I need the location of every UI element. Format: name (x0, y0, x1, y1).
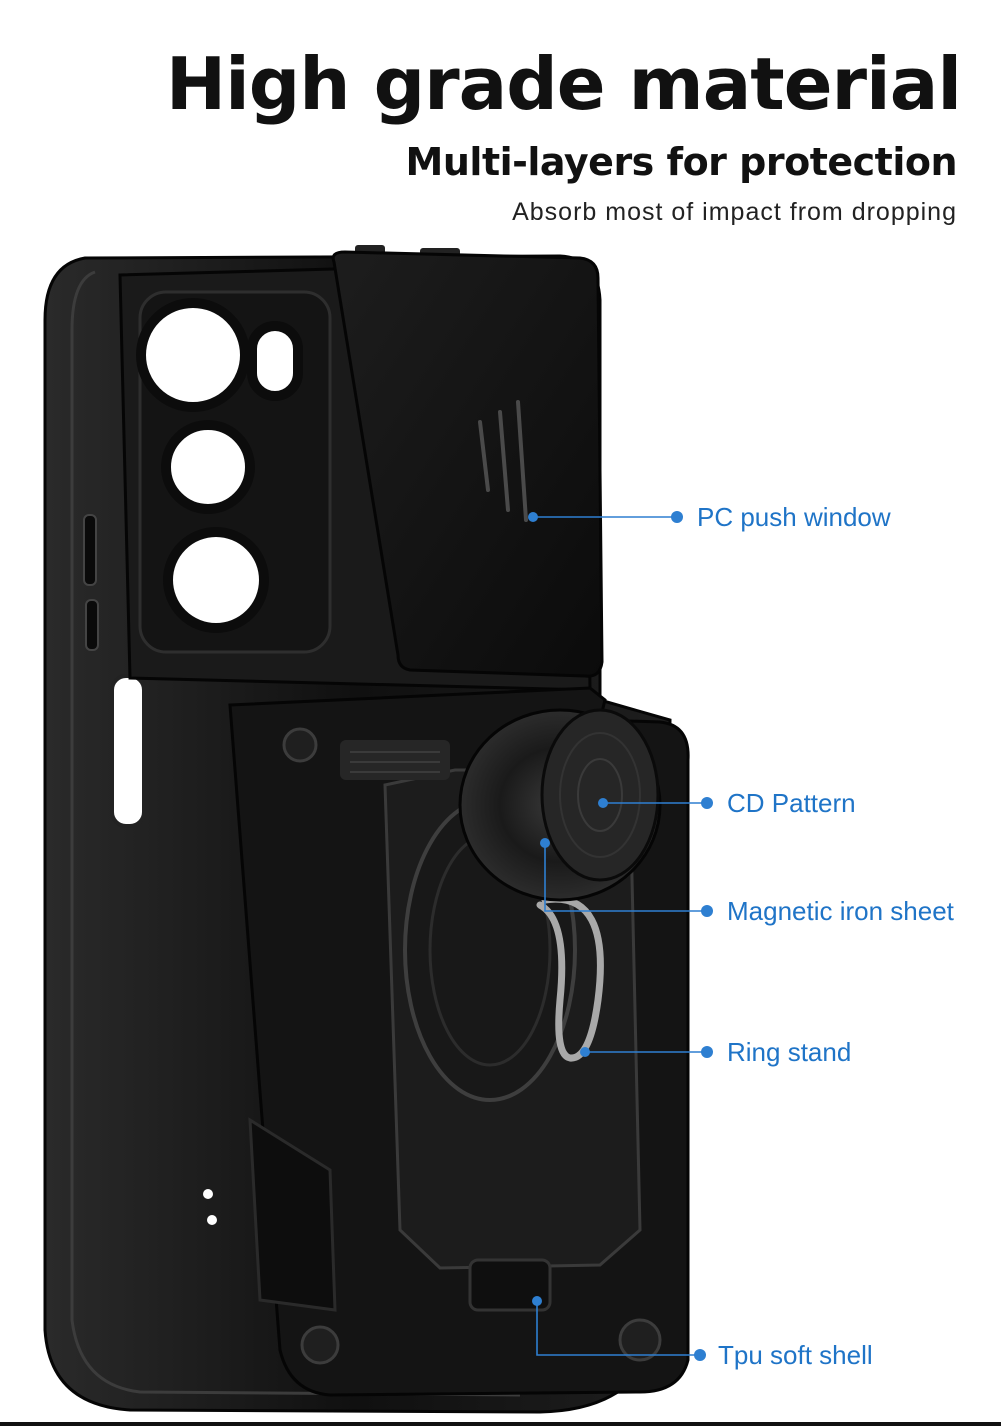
callout-ring-stand: Ring stand (727, 1037, 852, 1067)
page-title: High grade material (165, 42, 962, 126)
callout-magnetic-iron-sheet: Magnetic iron sheet (727, 896, 954, 926)
callout-cd-pattern: CD Pattern (727, 788, 856, 818)
side-button (85, 599, 99, 651)
side-button (83, 514, 97, 586)
callout-tpu-soft-shell: Tpu soft shell (718, 1340, 873, 1370)
camera-lens-hole (163, 527, 269, 633)
flash-hole (247, 321, 303, 401)
speaker-hole (203, 1189, 213, 1199)
callout-lines (533, 516, 707, 1356)
speaker-hole (207, 1215, 217, 1225)
camera-lens-hole (136, 298, 250, 412)
callout-pc-push-window: PC push window (697, 502, 891, 532)
camera-lens-hole (161, 420, 255, 514)
page-subtitle: Multi-layers for protection (405, 140, 958, 184)
callout-dots (528, 511, 713, 1361)
ring-stand (536, 895, 604, 1062)
side-cutout (110, 674, 146, 828)
phone-case-illustration (43, 245, 713, 1414)
page-tagline: Absorb most of impact from dropping (512, 198, 957, 226)
pc-push-window (331, 245, 604, 678)
cd-pattern-disc (458, 708, 662, 902)
bottom-border (0, 1422, 1001, 1426)
